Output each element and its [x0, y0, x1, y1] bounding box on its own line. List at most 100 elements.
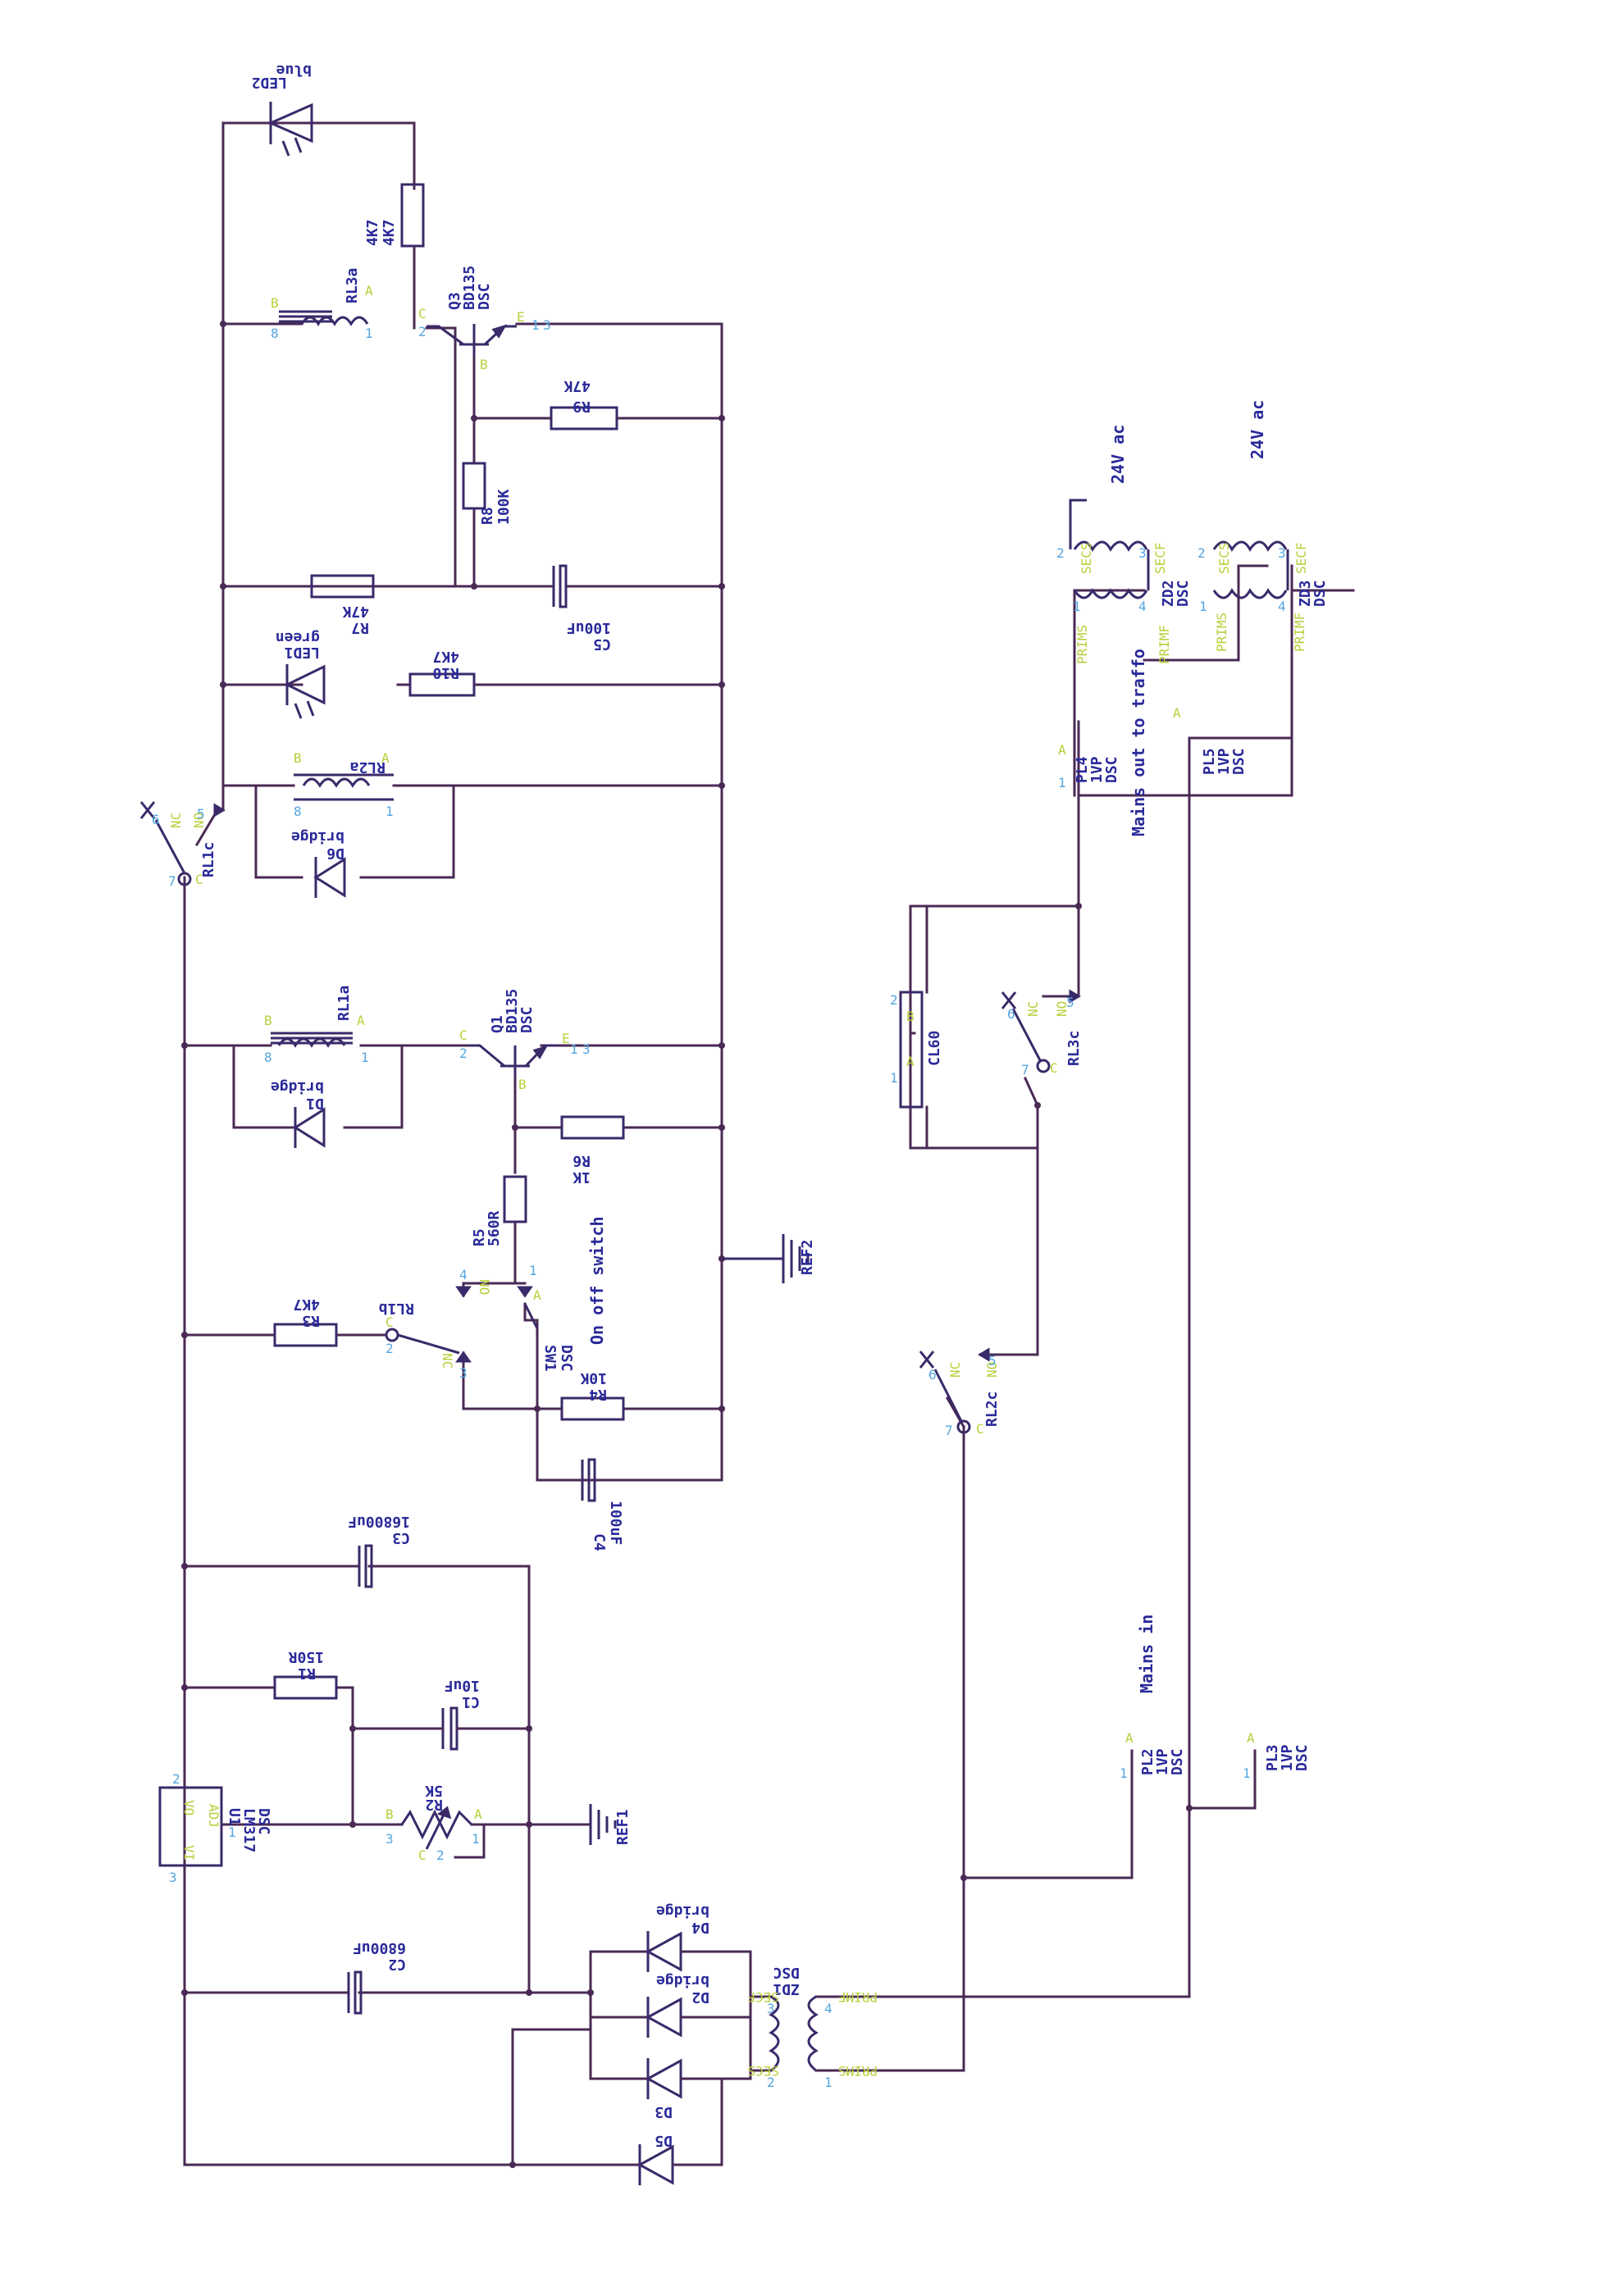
- pl2-pin-1: 1: [1120, 1765, 1128, 1781]
- ref1-ref: REF1: [614, 1810, 632, 1845]
- zd2-ref: ZD2: [1160, 580, 1177, 607]
- rl2c-pin-6: 6: [928, 1367, 937, 1383]
- r7-symbol: [310, 574, 375, 599]
- mains-out-pin-a: A: [1173, 705, 1181, 721]
- zd3-pin-2: 2: [1197, 545, 1206, 561]
- q1-model: DSC: [518, 1006, 536, 1033]
- rl1b-pin-no: NO: [477, 1279, 492, 1295]
- zd3-pin-primf: PRIMF: [1292, 613, 1307, 652]
- rl1c-pin-nc: NC: [168, 813, 184, 828]
- cl60-ref: CL60: [926, 1031, 943, 1066]
- rl1b-pin-2: 2: [385, 1341, 394, 1356]
- c1-symbol: [433, 1706, 484, 1751]
- u1-pin-1: 1: [228, 1824, 236, 1840]
- cl60-pin-2: 2: [890, 992, 898, 1008]
- sw1-pin-1: 1: [529, 1263, 537, 1278]
- r9-ref: R9: [573, 398, 591, 415]
- pl2-model: DSC: [1169, 1748, 1186, 1775]
- rl2c-pin-5: 5: [988, 1353, 997, 1369]
- rl1b-pin-c: C: [385, 1314, 394, 1330]
- r6-symbol: [560, 1115, 625, 1140]
- c3-value: 16800uF: [348, 1513, 410, 1530]
- rl3c-pin-no: NO: [1054, 1001, 1070, 1017]
- pl2-pin-a: A: [1125, 1730, 1134, 1746]
- q1-ref: Q1: [489, 1015, 506, 1033]
- ac1-note: 24V ac: [1108, 425, 1128, 484]
- zd2-transformer: [1069, 499, 1150, 599]
- ac2-note: 24V ac: [1248, 400, 1267, 459]
- zd3-pin-secs: SECS: [1216, 542, 1232, 574]
- rl2a-ref: RL2a: [350, 758, 385, 776]
- rl2a-pin-b: B: [294, 750, 302, 766]
- cl60-pin-a: A: [906, 1054, 915, 1069]
- u1-pin-vo: VO: [181, 1800, 197, 1815]
- u1-value: LM317: [240, 1808, 258, 1852]
- rl3c-pin-6: 6: [1007, 1006, 1015, 1022]
- r-top-value: 4K7: [381, 219, 398, 246]
- q1-pin-b: B: [518, 1077, 527, 1092]
- c2-symbol: [335, 1970, 387, 2015]
- r-top-ref: 4K7: [364, 219, 381, 246]
- led2-value: blue: [276, 61, 312, 79]
- r9-symbol: [550, 406, 618, 430]
- zd2-pin-2: 2: [1056, 545, 1065, 561]
- rl1b-switch: [385, 1286, 472, 1363]
- q1-pin-c: C: [459, 1027, 468, 1043]
- u1-symbol: [158, 1786, 223, 1867]
- zd3-pin-4: 4: [1278, 599, 1286, 614]
- zd1-ref: ZD1: [773, 1980, 800, 1998]
- q1-pin-2: 2: [459, 1046, 468, 1061]
- zd1-model: DSC: [773, 1964, 800, 1981]
- c5-value: 100uF: [567, 619, 611, 636]
- c1-value: 10uF: [445, 1677, 480, 1694]
- zd3-ref: ZD3: [1297, 580, 1314, 607]
- q3-pin-3: 3: [543, 317, 551, 333]
- r2-pin-b: B: [385, 1806, 394, 1822]
- r2-pin-2: 2: [436, 1847, 445, 1863]
- ref2-ref: REF2: [799, 1240, 816, 1275]
- rl1b-pin-3: 3: [459, 1365, 468, 1381]
- pl4-pin-1: 1: [1058, 775, 1066, 790]
- zd3-pin-1: 1: [1199, 599, 1207, 614]
- pl4-model: DSC: [1103, 756, 1120, 783]
- r8-symbol: [462, 462, 486, 510]
- rl2c-pin-c: C: [976, 1421, 984, 1437]
- r8-ref: R8: [479, 507, 496, 525]
- r3-value: 4K7: [293, 1296, 320, 1313]
- led1-value: green: [276, 629, 320, 646]
- zd2-pin-1: 1: [1073, 599, 1081, 614]
- d2-symbol: [645, 1997, 711, 2038]
- r2-symbol: [400, 1806, 473, 1850]
- rl3c-pin-5: 5: [1066, 995, 1074, 1010]
- zd2-model: DSC: [1175, 580, 1192, 607]
- rl1b-pin-4: 4: [459, 1267, 468, 1282]
- rl2a-pin-8: 8: [294, 804, 302, 819]
- rl1b-pin-nc: NC: [440, 1353, 455, 1369]
- zd2-pin-secs: SECS: [1079, 542, 1094, 574]
- q1-pin-1: 1: [570, 1041, 578, 1057]
- r6-ref: R6: [573, 1152, 591, 1169]
- ref1-ground: [589, 1804, 617, 1845]
- rl3c-pin-7: 7: [1021, 1062, 1029, 1077]
- rl1a-pin-1: 1: [361, 1050, 369, 1065]
- d4-ref: D4: [691, 1919, 709, 1936]
- q3-symbol: [427, 324, 517, 354]
- r4-symbol: [560, 1396, 625, 1421]
- pl3-pin-1: 1: [1243, 1765, 1251, 1781]
- r10-symbol: [408, 672, 476, 697]
- pl2-ref: PL2: [1139, 1748, 1156, 1775]
- rl1c-pin-no: NO: [191, 813, 207, 828]
- u1-pin-2: 2: [172, 1771, 180, 1787]
- rl2a-pin-1: 1: [385, 804, 394, 819]
- zd1-pin-primf: PRIMF: [838, 1989, 878, 2005]
- rl3a-coil: [279, 310, 369, 326]
- r1-ref: R1: [298, 1665, 316, 1682]
- ref2-ground: [722, 1234, 810, 1283]
- d3-ref: D3: [655, 2103, 673, 2121]
- r2-pin-1: 1: [472, 1831, 480, 1847]
- rl2c-pin-nc: NC: [947, 1362, 963, 1378]
- zd1-transformer: [769, 1995, 819, 2072]
- u1-pin-3: 3: [169, 1870, 177, 1885]
- d5-symbol: [636, 2144, 707, 2185]
- rl1b-ref: RL1b: [378, 1300, 414, 1317]
